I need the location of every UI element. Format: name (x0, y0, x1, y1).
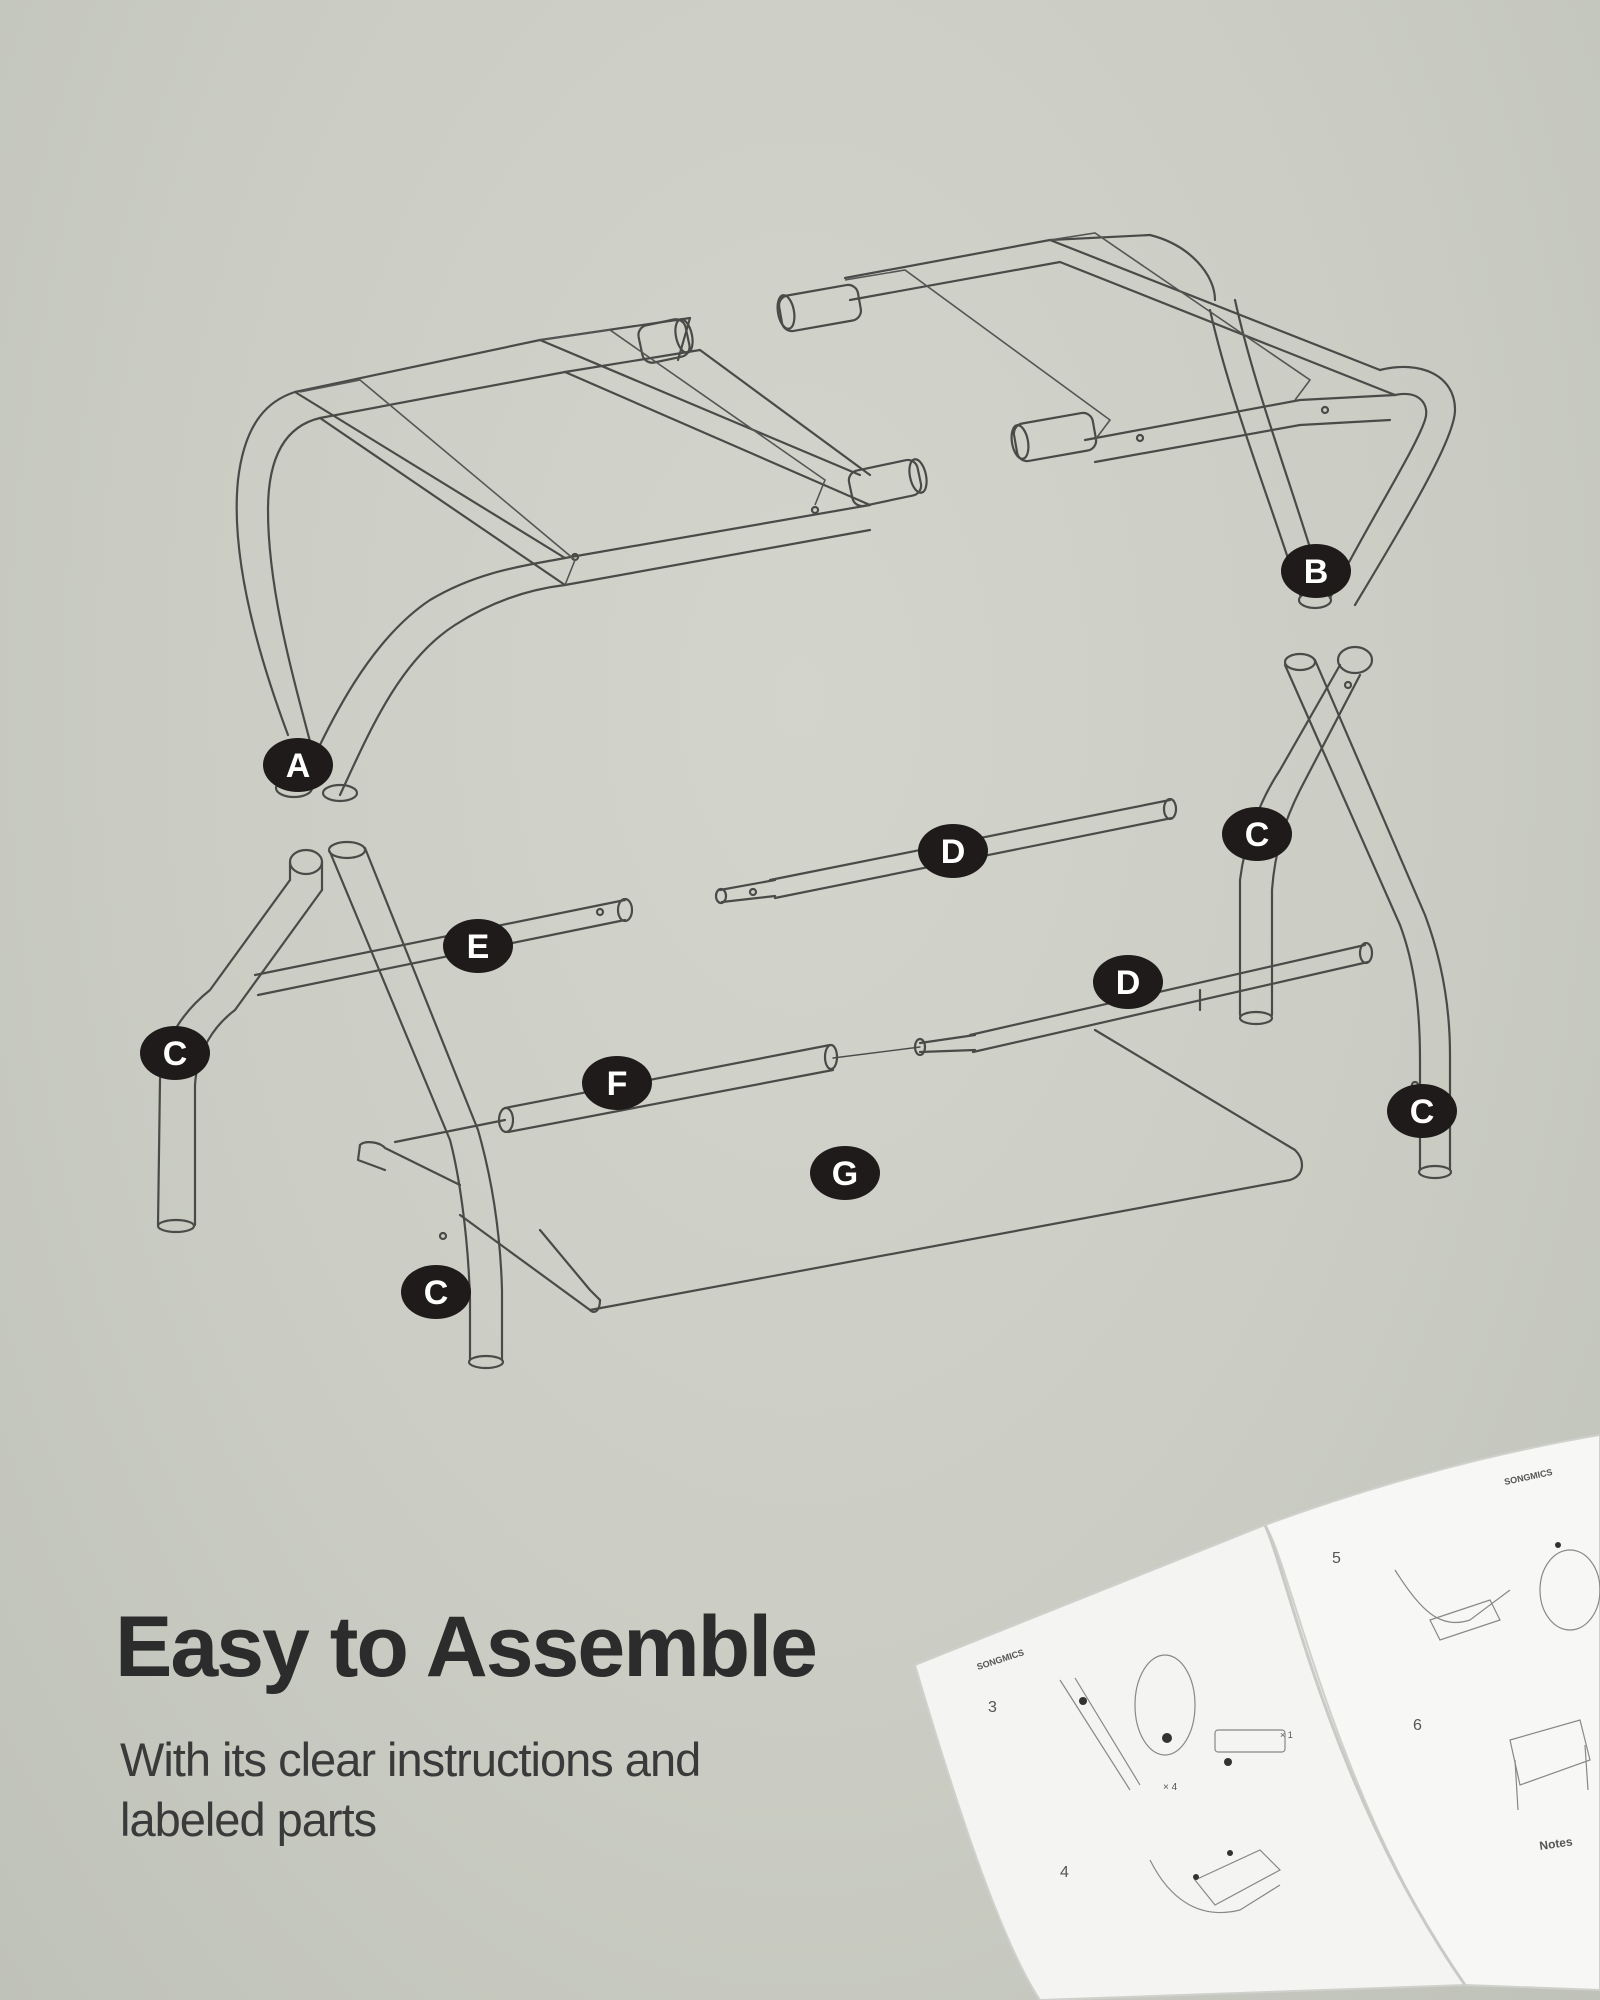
instruction-manual: SONGMICS SONGMICS 3 4 5 6 × 4 × 1 Notes (913, 1433, 1600, 2000)
headline: Easy to Assemble (115, 1599, 818, 1695)
label-badge-d-upper: D (918, 824, 988, 878)
manual-qty-4: × 4 (1163, 1782, 1178, 1793)
seat-straps (299, 232, 1312, 586)
part-b-right-seat-frame (776, 233, 1457, 610)
label-badge-a: A (263, 738, 333, 792)
label-b-text: B (1304, 553, 1329, 591)
label-badge-d-lower: D (1093, 955, 1163, 1009)
part-a-left-seat-frame (235, 316, 928, 803)
label-c-text: C (424, 1274, 449, 1312)
manual-notes: Notes (1538, 1834, 1573, 1853)
label-badge-c-left-outer: C (140, 1026, 210, 1080)
label-d-text: D (941, 833, 966, 871)
label-badge-c-right-upper: C (1222, 807, 1292, 861)
label-c-text: C (1245, 816, 1270, 854)
label-badge-c-left-inner: C (401, 1265, 471, 1319)
label-badge-c-right-lower: C (1387, 1084, 1457, 1138)
label-e-text: E (467, 928, 490, 966)
label-c-text: C (163, 1035, 188, 1073)
part-f-bar (497, 1043, 921, 1134)
label-badge-e: E (443, 919, 513, 973)
part-g-shelf (356, 1028, 1303, 1314)
manual-step-3: 3 (988, 1699, 997, 1716)
label-a-text: A (286, 747, 311, 785)
manual-step-5: 5 (1332, 1550, 1341, 1567)
subline: With its clear instructions and labeled … (120, 1733, 701, 1846)
label-d-text: D (1116, 964, 1141, 1002)
label-c-text: C (1410, 1093, 1435, 1131)
manual-step-4: 4 (1060, 1864, 1069, 1881)
label-badge-b: B (1281, 544, 1351, 598)
label-f-text: F (607, 1065, 628, 1103)
manual-step-6: 6 (1413, 1717, 1422, 1734)
manual-qty-1: × 1 (1280, 1730, 1293, 1740)
label-g-text: G (832, 1155, 858, 1193)
label-badge-f: F (582, 1056, 652, 1110)
label-badge-g: G (810, 1146, 880, 1200)
